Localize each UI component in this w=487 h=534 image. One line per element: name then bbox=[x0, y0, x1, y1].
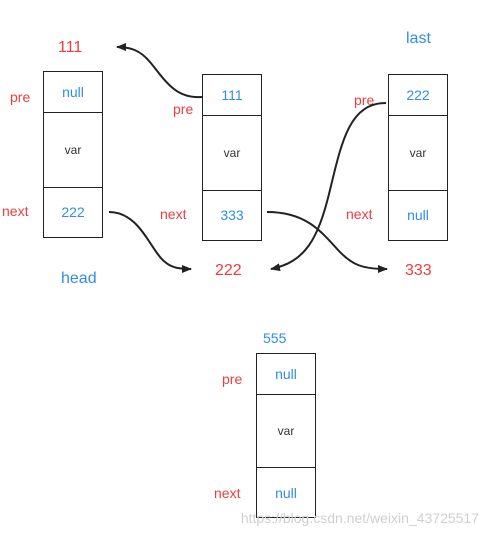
node-333-var-cell: var bbox=[389, 116, 447, 191]
node-555-next-value: null bbox=[275, 484, 297, 501]
node-333-pre-value: 222 bbox=[406, 87, 430, 104]
node-333-pre-label: pre bbox=[354, 92, 375, 108]
node-222-pre-label: pre bbox=[173, 101, 194, 117]
arrow-222-next-to-333 bbox=[266, 211, 388, 273]
node-555-title: 555 bbox=[263, 330, 287, 346]
node-555-pre-label: pre bbox=[222, 371, 243, 387]
target-222: 222 bbox=[215, 262, 242, 279]
arrow-111-next-to-222 bbox=[108, 211, 192, 273]
node-111-pre-label: pre bbox=[10, 89, 31, 105]
node-222-next-cell: 333 bbox=[203, 191, 261, 241]
node-333: 222 var null bbox=[388, 74, 448, 241]
node-333-next-cell: null bbox=[389, 191, 447, 241]
node-555-pre-value: null bbox=[275, 365, 297, 382]
node-333-next-value: null bbox=[407, 207, 429, 224]
node-222-var-cell: var bbox=[203, 116, 261, 191]
node-222-next-label: next bbox=[160, 206, 187, 222]
node-555-next-cell: null bbox=[257, 468, 315, 517]
node-222-pre-value: 111 bbox=[221, 87, 243, 104]
node-555-pre-cell: null bbox=[257, 354, 315, 395]
node-111-var-cell: var bbox=[44, 113, 102, 188]
node-333-var: var bbox=[409, 145, 427, 160]
node-333-pre-cell: 222 bbox=[389, 75, 447, 117]
node-111-next-label: next bbox=[2, 203, 29, 219]
node-111-title: 111 bbox=[58, 39, 83, 56]
node-333-next-label: next bbox=[346, 206, 373, 222]
node-111-pre-value: null bbox=[62, 84, 84, 101]
arrow-333-pre-to-222 bbox=[270, 102, 387, 272]
target-333: 333 bbox=[405, 262, 432, 279]
node-111-next-cell: 222 bbox=[44, 188, 102, 238]
node-555-var-cell: var bbox=[257, 395, 315, 469]
node-111-next-value: 222 bbox=[61, 204, 85, 221]
watermark: https://blog.csdn.net/weixin_43725517 bbox=[240, 510, 479, 526]
arrow-222-pre-to-111 bbox=[116, 43, 203, 99]
node-111-pre-cell: null bbox=[44, 72, 102, 114]
node-555-var: var bbox=[277, 423, 295, 438]
node-111-var: var bbox=[64, 142, 82, 157]
head-label: head bbox=[61, 270, 97, 287]
node-222-next-value: 333 bbox=[220, 207, 244, 224]
node-555-next-label: next bbox=[214, 485, 241, 501]
last-label: last bbox=[406, 30, 431, 47]
node-111: null var 222 bbox=[43, 71, 103, 238]
node-222-var: var bbox=[223, 145, 241, 160]
node-222: 111 var 333 bbox=[202, 74, 262, 241]
node-555: null var null bbox=[256, 353, 316, 518]
node-222-pre-cell: 111 bbox=[203, 75, 261, 117]
